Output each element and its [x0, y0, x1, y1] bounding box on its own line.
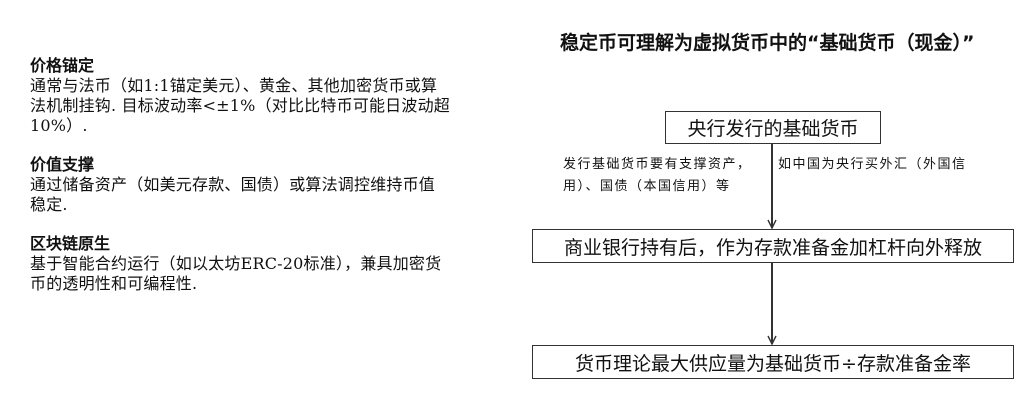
section-heading: 价格锚定 — [30, 56, 95, 75]
section-heading: 区块链原生 — [30, 234, 111, 253]
section-blockchain-native: 区块链原生 基于智能合约运行（如以太坊ERC-20标准），兼具加密货币的透明性和… — [30, 234, 450, 294]
section-body: 通常与法币（如1:1锚定美元）、黄金、其他加密货币或算法机制挂钩. 目标波动率<… — [30, 76, 450, 135]
flow-box-central-bank-base-money: 央行发行的基础货币 — [665, 111, 881, 144]
arrow-down-icon — [767, 219, 777, 229]
flow-annotation-right: 如中国为央行买外汇（外国信 — [778, 157, 967, 172]
section-price-anchor: 价格锚定 通常与法币（如1:1锚定美元）、黄金、其他加密货币或算法机制挂钩. 目… — [30, 56, 450, 136]
flow-box-commercial-bank-leverage: 商业银行持有后，作为存款准备金加杠杆向外释放 — [532, 229, 1014, 263]
diagram-title: 稳定币可理解为虚拟货币中的“基础货币（现金）” — [560, 32, 975, 54]
flow-connector-line — [771, 144, 773, 228]
section-body: 通过储备资产（如美元存款、国债）或算法调控维持币值稳定. — [30, 175, 436, 214]
section-body: 基于智能合约运行（如以太坊ERC-20标准），兼具加密货币的透明性和可编程性. — [30, 254, 442, 293]
arrow-down-icon — [767, 335, 777, 345]
flow-box-label: 货币理论最大供应量为基础货币÷存款准备金率 — [575, 352, 971, 375]
section-value-support: 价值支撑 通过储备资产（如美元存款、国债）或算法调控维持币值稳定. — [30, 155, 450, 215]
flow-connector-line — [771, 263, 773, 344]
stablecoin-features-list: 价格锚定 通常与法币（如1:1锚定美元）、黄金、其他加密货币或算法机制挂钩. 目… — [30, 56, 450, 313]
flow-box-label: 商业银行持有后，作为存款准备金加杠杆向外释放 — [563, 236, 982, 259]
flow-box-label: 央行发行的基础货币 — [687, 118, 859, 140]
flow-annotation-left: 发行基础货币要有支撑资产，用）、国债（本国信用）等 — [563, 157, 752, 194]
flow-box-max-money-supply: 货币理论最大供应量为基础货币÷存款准备金率 — [532, 345, 1014, 379]
section-heading: 价值支撑 — [30, 155, 95, 174]
